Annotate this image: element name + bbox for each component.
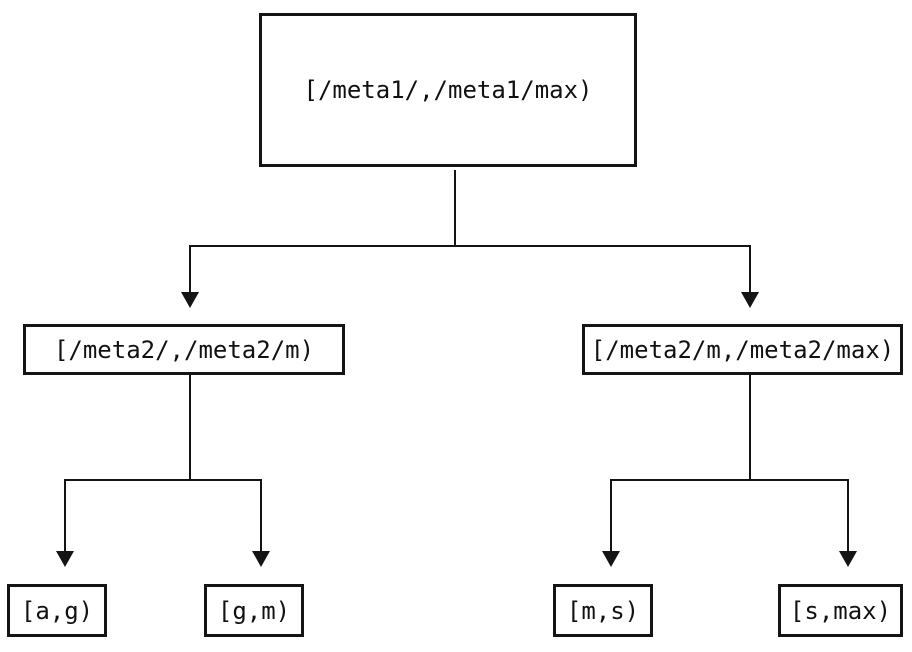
connector-leaf-smax-drop [847, 479, 849, 551]
connector-level2-left-crossbar [64, 479, 262, 481]
connector-leaf-ms-drop [610, 479, 612, 551]
node-meta2-left-range: [/meta2/,/meta2/m) [23, 324, 345, 375]
connector-leaf-ag-drop [64, 479, 66, 551]
node-leaf-m-s: [m,s) [553, 584, 653, 637]
node-label: [/meta2/,/meta2/m) [53, 335, 315, 364]
connector-level1-left-drop [189, 245, 191, 292]
node-label: [a,g) [20, 596, 94, 625]
node-root-meta1-range: [/meta1/,/meta1/max) [259, 13, 637, 167]
node-label: [m,s) [566, 596, 640, 625]
node-leaf-g-m: [g,m) [204, 584, 304, 637]
node-leaf-s-max: [s,max) [778, 584, 903, 637]
arrow-down-icon [181, 292, 199, 308]
connector-level1-crossbar [189, 245, 751, 247]
connector-meta2-right-stem [749, 375, 751, 481]
connector-root-stem [454, 170, 456, 246]
connector-level2-right-crossbar [610, 479, 849, 481]
node-label: [g,m) [217, 596, 291, 625]
node-meta2-right-range: [/meta2/m,/meta2/max) [582, 324, 903, 375]
node-label: [/meta1/,/meta1/max) [303, 76, 593, 104]
node-label: [s,max) [789, 596, 892, 625]
connector-level1-right-drop [749, 245, 751, 292]
node-label: [/meta2/m,/meta2/max) [590, 335, 895, 364]
arrow-down-icon [56, 551, 74, 567]
arrow-down-icon [252, 551, 270, 567]
arrow-down-icon [602, 551, 620, 567]
arrow-down-icon [741, 292, 759, 308]
connector-meta2-left-stem [189, 375, 191, 481]
connector-leaf-gm-drop [260, 479, 262, 551]
node-leaf-a-g: [a,g) [7, 584, 107, 637]
arrow-down-icon [839, 551, 857, 567]
